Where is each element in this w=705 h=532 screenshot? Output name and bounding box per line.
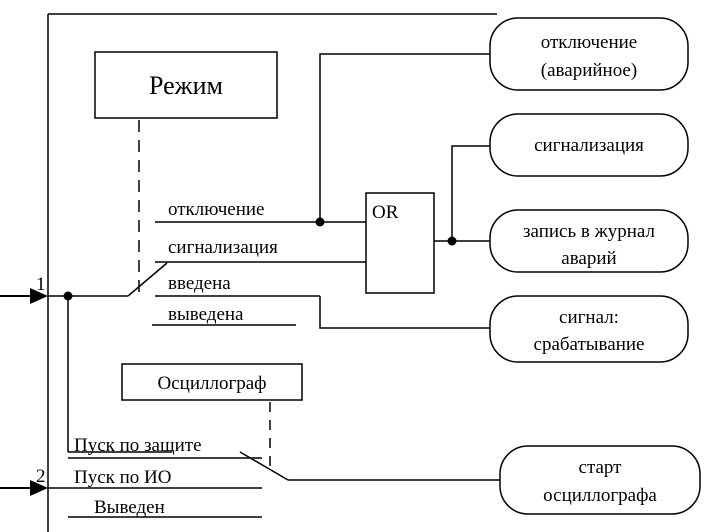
output-operate-signal-line1: сигнал: [559,307,619,328]
output-event-log [489,209,689,273]
output-emergency-trip-line2: (аварийное) [541,60,637,81]
osc-option-io: Пуск по ИО [74,467,172,488]
input-1-label: 1 [36,274,46,295]
mode-switch-contact [127,262,168,297]
or-to-alarm-line [451,145,490,241]
osc-switch-contact [239,451,289,481]
mode-block-title: Режим [149,71,223,100]
mode-block [94,51,278,119]
osc-option-disabled: Выведен [94,497,165,518]
input-1: 1 [0,274,48,304]
enabled-to-operate-line [319,296,490,329]
mode-option-enabled: введена [168,273,231,294]
output-operate-signal-line2: срабатывание [534,334,645,355]
input-2-label: 2 [36,466,46,487]
output-event-log-line2: аварий [561,248,616,269]
mode-option-disabled: выведена [168,304,244,325]
osc-block [121,363,303,401]
or-gate-label: OR [372,202,399,223]
frame-border [47,13,497,532]
output-alarm [489,113,689,177]
mode-option-trip: отключение [168,199,265,220]
mode-option-alarm: сигнализация [168,237,278,258]
output-operate-signal [489,295,689,363]
output-osc-start-line1: старт [579,457,623,478]
trip-to-emergency-line [319,53,490,222]
osc-block-title: Осциллограф [158,373,267,394]
output-alarm-label: сигнализация [534,135,644,156]
output-osc-start [499,445,701,515]
output-emergency-trip-line1: отключение [541,32,638,53]
output-event-log-line1: запись в журнал [523,221,655,242]
output-osc-start-line2: осциллографа [543,485,657,506]
or-gate [365,192,435,294]
input-2: 2 [0,466,48,496]
osc-option-protection: Пуск по защите [74,435,202,456]
output-emergency-trip [489,17,689,91]
